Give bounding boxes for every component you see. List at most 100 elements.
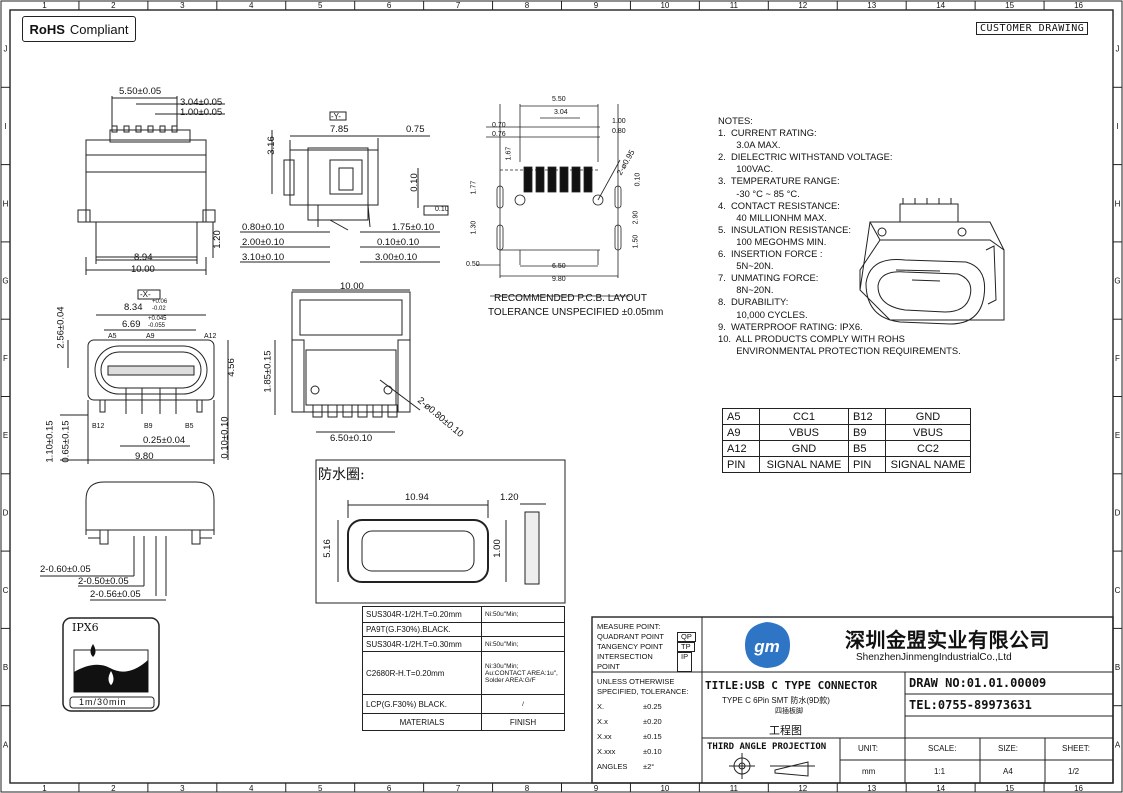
tolerance-row: ANGLES±2° <box>597 759 688 774</box>
tolerance-row: X.xx±0.15 <box>597 729 688 744</box>
note-line: 8N~20N. <box>718 284 774 296</box>
note-line: 7. UNMATING FORCE: <box>718 272 819 284</box>
row-label: E <box>1115 431 1120 440</box>
col-label: 14 <box>936 784 945 793</box>
table-cell: CC1 <box>759 408 849 425</box>
col-label: 1 <box>42 784 47 793</box>
tolerance-value: ±0.10 <box>643 746 662 756</box>
tolerance-row: X.x±0.20 <box>597 714 688 729</box>
col-label: 11 <box>730 784 739 793</box>
table-cell: Ni:30u"Min; Au:CONTACT AREA:1u", Solder … <box>481 651 565 695</box>
notes-block: NOTES:1. CURRENT RATING: 3.0A MAX.2. DIE… <box>718 115 961 357</box>
drawing-subtitle2: 四插板脚 <box>775 708 803 715</box>
ipx6-badge-icon <box>62 617 160 712</box>
sheet-label: SHEET: <box>1062 744 1091 753</box>
note-line: 3.0A MAX. <box>718 139 781 151</box>
table-cell: VBUS <box>885 424 971 441</box>
row-label: G <box>2 277 8 286</box>
table-cell: C2680R-H.T=0.20mm <box>362 651 482 695</box>
col-label: 5 <box>318 784 323 793</box>
note-line: -30 °C ~ 85 °C. <box>718 187 800 199</box>
tolerance-key: X. <box>597 701 605 711</box>
table-cell: PIN <box>722 456 760 473</box>
note-line: ENVIRONMENTAL PROTECTION REQUIREMENTS. <box>718 344 961 356</box>
row-label: I <box>4 122 6 131</box>
table-cell: Ni:50u"Min; <box>481 636 565 652</box>
title-block-frame <box>591 616 1114 784</box>
tolerance-key: X.xx <box>597 731 612 741</box>
row-label: H <box>1115 199 1121 208</box>
scale-value: 1:1 <box>934 767 946 776</box>
note-line: NOTES: <box>718 115 753 126</box>
table-cell: SIGNAL NAME <box>885 456 971 473</box>
col-label: 10 <box>660 1 669 10</box>
col-label: 4 <box>249 1 254 10</box>
tolerance-row: X.±0.25 <box>597 699 688 714</box>
note-line: 6. INSERTION FORCE : <box>718 248 823 260</box>
tolerance-block: UNLESS OTHERWISE SPECIFIED, TOLERANCE: X… <box>597 677 688 774</box>
seal-drawing <box>315 459 566 604</box>
note-line: 5N~20N. <box>718 260 774 272</box>
col-label: 5 <box>318 1 323 10</box>
row-label: F <box>3 354 8 363</box>
table-cell: / <box>481 694 565 714</box>
table-cell: B5 <box>848 440 886 457</box>
note-line: 3. TEMPERATURE RANGE: <box>718 175 840 187</box>
table-header: FINISH <box>481 713 565 731</box>
table-header: MATERIALS <box>362 713 482 731</box>
tolerance-key: X.xxx <box>597 746 616 756</box>
col-label: 8 <box>525 784 530 793</box>
measure-code: QP <box>677 632 696 642</box>
col-label: 6 <box>387 1 392 10</box>
customer-drawing-badge: CUSTOMER DRAWING <box>976 22 1089 35</box>
rohs-badge: RoHS Compliant <box>22 16 136 42</box>
unit-label: UNIT: <box>858 744 878 753</box>
table-cell: B12 <box>848 408 886 425</box>
col-label: 2 <box>111 1 116 10</box>
note-line: 9. WATERPROOF RATING: IPX6. <box>718 320 863 332</box>
col-label: 13 <box>867 784 876 793</box>
table-cell: A5 <box>722 408 760 425</box>
tolerance-key: ANGLES <box>597 761 628 771</box>
table-cell: VBUS <box>759 424 849 441</box>
front-view-drawing <box>60 289 229 464</box>
pcb-layout-drawing <box>476 104 630 297</box>
leg-view-drawing <box>40 481 215 601</box>
row-label: G <box>1114 277 1120 286</box>
row-label: C <box>3 586 9 595</box>
rohs-bold: RoHS <box>29 21 65 37</box>
telephone: TEL:0755-89973631 <box>909 698 1032 712</box>
unit-value: mm <box>862 767 876 776</box>
row-label: J <box>4 45 8 54</box>
company-name-cn: 深圳金盟实业有限公司 <box>845 630 1050 652</box>
table-cell: Ni:50u"Min; <box>481 606 565 623</box>
table-cell: CC2 <box>885 440 971 457</box>
col-label: 11 <box>730 1 739 10</box>
col-label: 3 <box>180 784 185 793</box>
row-label: I <box>1116 122 1118 131</box>
col-label: 7 <box>456 784 461 793</box>
note-line: 10. ALL PRODUCTS COMPLY WITH ROHS <box>718 332 905 344</box>
table-cell: LCP(G.F30%) BLACK. <box>362 694 482 714</box>
col-label: 12 <box>798 1 807 10</box>
row-label: D <box>1115 508 1121 517</box>
col-label: 9 <box>594 1 599 10</box>
row-label: A <box>1115 740 1121 749</box>
note-line: 100 MEGOHMS MIN. <box>718 235 827 247</box>
iso-view-drawing <box>859 198 1005 325</box>
measure-title: MEASURE POINT: <box>597 622 661 631</box>
svg-text:gm: gm <box>753 637 780 656</box>
tolerance-row: X.xxx ±0.10 <box>597 744 688 759</box>
col-label: 16 <box>1074 784 1083 793</box>
company-logo-icon: gm <box>745 622 790 668</box>
measure-label: TANGENCY POINT <box>597 642 663 651</box>
table-cell: PA9T(G.F30%).BLACK. <box>362 622 482 637</box>
